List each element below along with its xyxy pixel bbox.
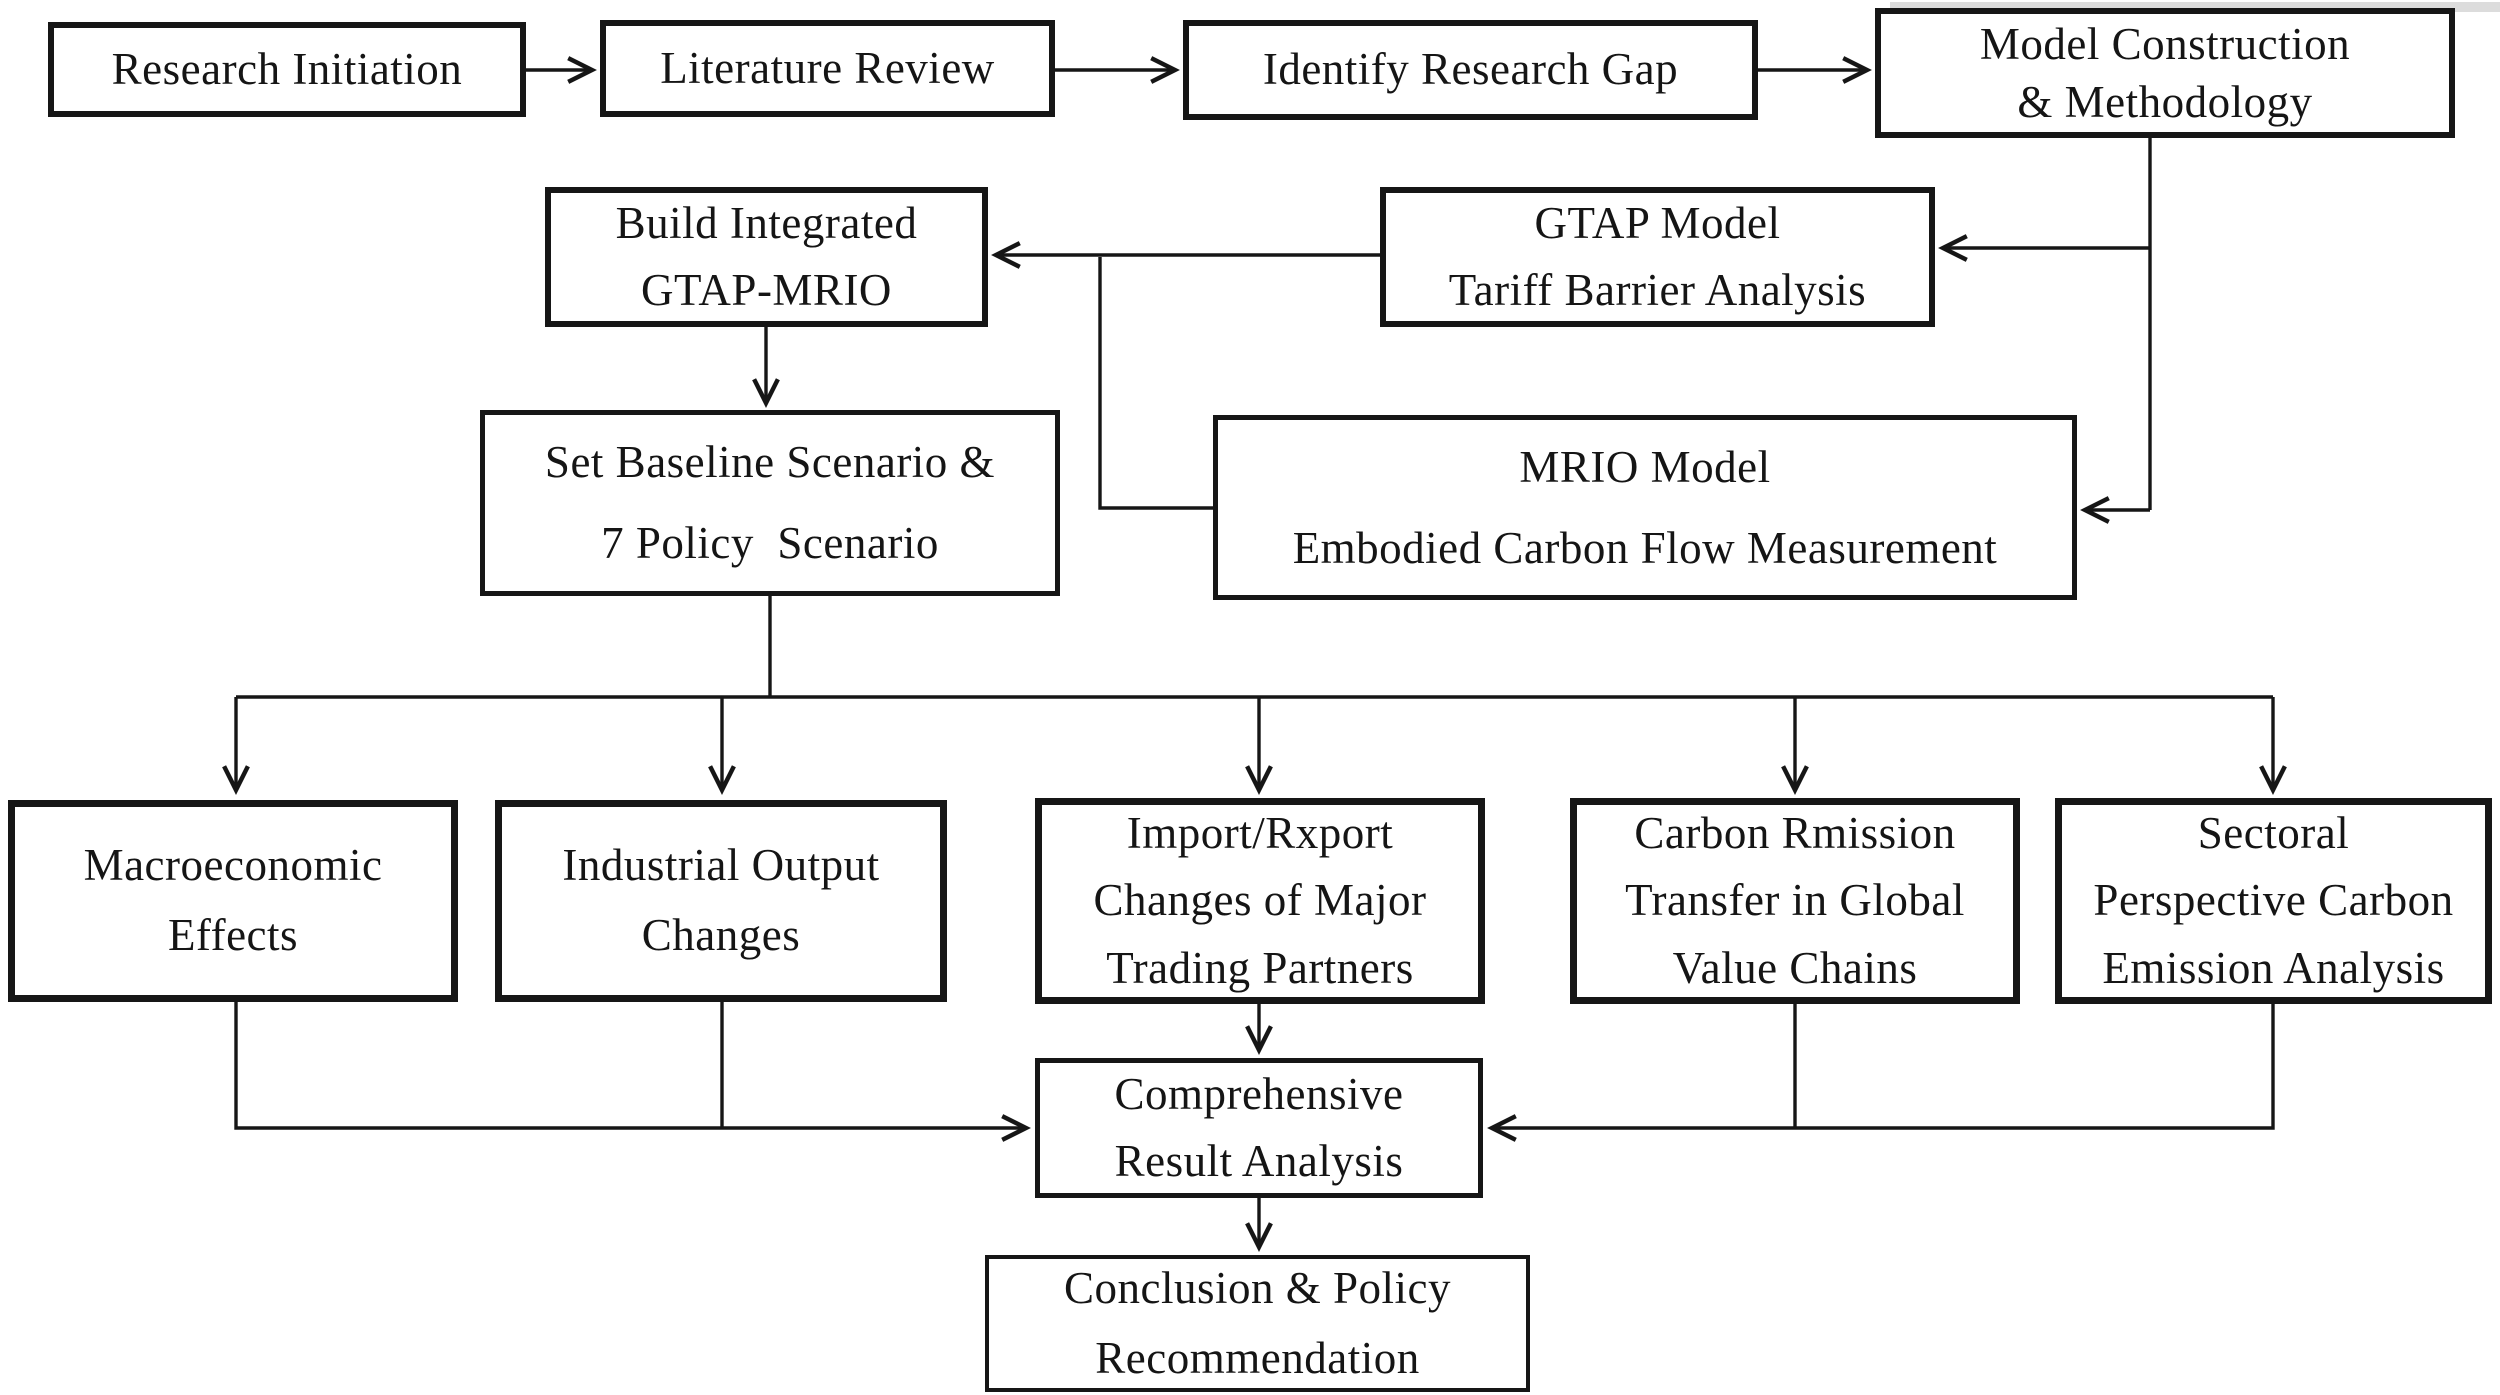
node-carbon-emission-transfer: Carbon Rmission Transfer in Global Value… [1570, 798, 2020, 1004]
node-mrio-model: MRIO Model Embodied Carbon Flow Measurem… [1213, 415, 2077, 600]
connector-sectoral-to-comprehensive [1487, 1004, 2275, 1142]
node-research-initiation: Research Initiation [48, 22, 526, 117]
scan-artifact-band [1890, 2, 2500, 12]
node-macroeconomic-effects: Macroeconomic Effects [8, 800, 458, 1002]
node-identify-research-gap: Identify Research Gap [1183, 20, 1758, 120]
connector-macro-to-comprehensive [234, 1002, 1031, 1142]
node-industrial-output: Industrial Output Changes [495, 800, 947, 1002]
node-import-export-changes: Import/Rxport Changes of Major Trading P… [1035, 798, 1485, 1004]
node-conclusion-policy: Conclusion & Policy Recommendation [985, 1255, 1530, 1392]
connector-mrio-to-build [1098, 257, 1213, 510]
node-literature-review: Literature Review [600, 20, 1055, 117]
node-gtap-model: GTAP Model Tariff Barrier Analysis [1380, 187, 1935, 327]
node-sectoral-perspective: Sectoral Perspective Carbon Emission Ana… [2055, 798, 2492, 1004]
node-model-construction: Model Construction & Methodology [1875, 8, 2455, 138]
node-comprehensive-result: Comprehensive Result Analysis [1035, 1058, 1483, 1198]
node-set-baseline: Set Baseline Scenario & 7 Policy Scenari… [480, 410, 1060, 596]
node-build-integrated: Build Integrated GTAP-MRIO [545, 187, 988, 327]
